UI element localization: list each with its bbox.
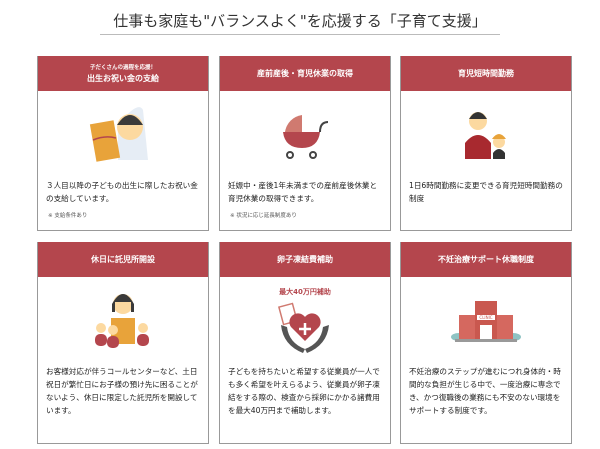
nursery-icon <box>95 294 149 348</box>
card-short-hours: 育児短時間勤務 1日6時間勤務に変更できる育児短時間勤務の制度 <box>400 56 572 231</box>
subsidy-badge: 最大40万円補助 <box>279 288 331 296</box>
card-egg-freezing: 卵子凍結費補助 最大40万円補助 子どもを持ちたいと希望する従業員が一人でも多く… <box>219 242 391 444</box>
card-title: 休日に託児所開設 <box>91 255 155 264</box>
card-holiday-nursery: 休日に託児所開設 お客様対応が伴うコールセンターなど、土日祝日が繁忙日にお子様の… <box>37 242 209 444</box>
card-description: 子どもを持ちたいと希望する従業員が一人でも多く希望を叶えらるよう、従業員が卵子凍… <box>228 367 380 415</box>
card-header: 休日に託児所開設 <box>38 242 208 277</box>
clinic-icon: CLINIC <box>451 301 521 342</box>
card-header: 不妊治療サポート休職制度 <box>401 242 571 277</box>
card-description: 1日6時間勤務に変更できる育児短時間勤務の制度 <box>409 181 563 203</box>
clinic-sign: CLINIC <box>479 315 492 320</box>
page-title: 仕事も家庭も"バランスよく"を応援する「子育て支援」 <box>113 12 487 30</box>
title-divider <box>100 34 500 35</box>
parent-child-icon <box>465 112 506 159</box>
card-title: 不妊治療サポート休職制度 <box>438 255 534 264</box>
card-title: 出生お祝い金の支給 <box>87 74 159 83</box>
baby-gift-icon <box>89 107 148 162</box>
card-title: 卵子凍結費補助 <box>277 255 333 264</box>
card-header: 卵子凍結費補助 <box>220 242 390 277</box>
card-birth-gift: 子だくさんの過程を応援！ 出生お祝い金の支給 ３人目以降の子どもの出生に際したお祝… <box>37 56 209 231</box>
card-subtitle: 子だくさんの過程を応援！ <box>89 65 156 71</box>
card-description: 妊娠中・産後1年未満までの産前産後休業と育児休業の取得できます。 <box>228 181 378 203</box>
card-title: 育児短時間勤務 <box>458 69 514 78</box>
stroller-icon <box>283 115 329 159</box>
card-header: 産前産後・育児休業の取得 <box>220 56 390 91</box>
card-title: 産前産後・育児休業の取得 <box>257 69 353 78</box>
card-header: 育児短時間勤務 <box>401 56 571 91</box>
card-header: 子だくさんの過程を応援！ 出生お祝い金の支給 <box>38 56 208 91</box>
card-fertility-leave: 不妊治療サポート休職制度 CLINIC 不妊治療のステップが進むにつれ身体的・時… <box>400 242 572 444</box>
card-note: ※ 状況に応じ延長制度あり <box>230 213 297 219</box>
card-description: お客様対応が伴うコールセンターなど、土日祝日が繁忙日にお子様の預け先に困ることが… <box>46 367 198 415</box>
card-note: ※ 支給条件あり <box>48 213 88 219</box>
card-description: 不妊治療のステップが進むにつれ身体的・時間的な負担が生じる中で、一度治療に専念で… <box>409 367 561 415</box>
card-maternity-leave: 産前産後・育児休業の取得 妊娠中・産後1年未満までの産前産後休業と育児休業の取得… <box>219 56 391 231</box>
card-description: ３人目以降の子どもの出生に際したお祝い金の支給しています。 <box>46 181 198 203</box>
heart-hands-icon <box>277 302 329 353</box>
